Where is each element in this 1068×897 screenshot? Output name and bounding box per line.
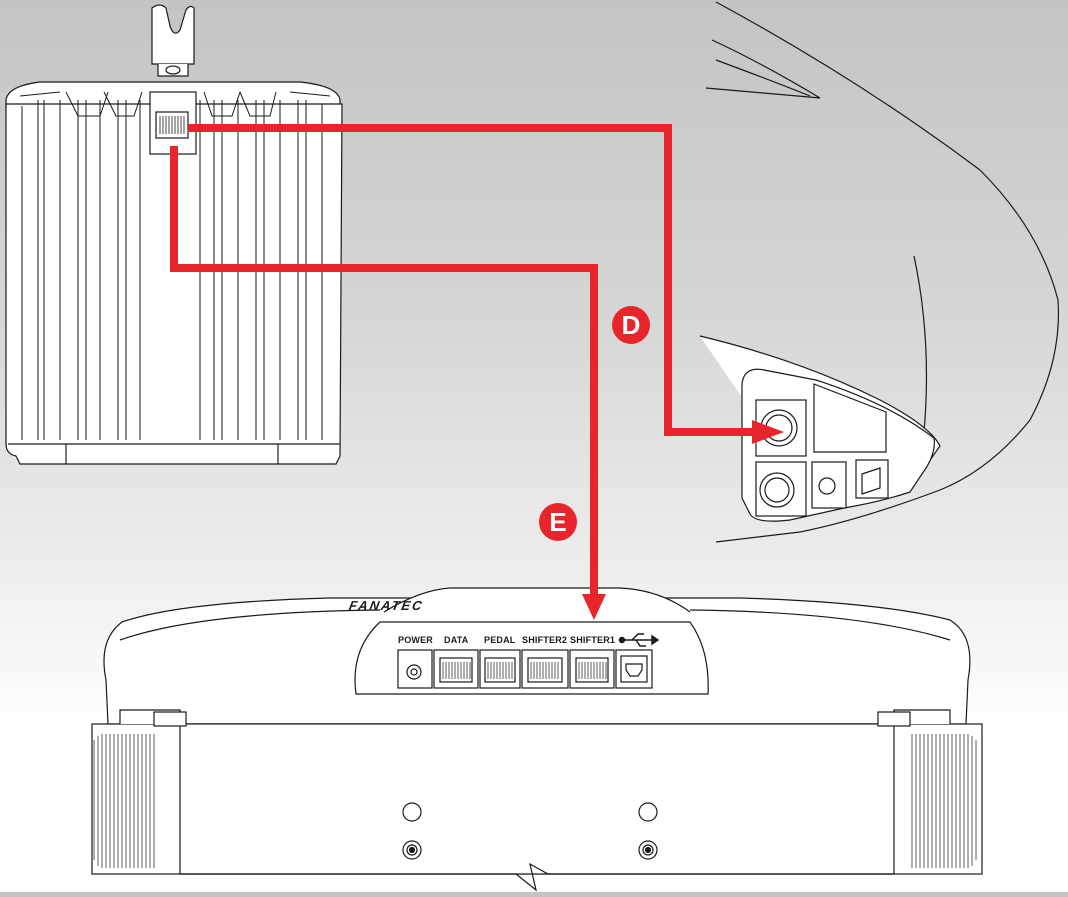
wheel-base-front-panel (179, 723, 895, 875)
port-label-shifter1: SHIFTER1 (570, 635, 616, 645)
arrowhead-d (752, 420, 784, 444)
shifter1-port (569, 649, 615, 689)
usb-icon (618, 633, 660, 647)
port-label-data: DATA (444, 635, 469, 645)
shift-lever (151, 4, 195, 65)
wheel-outline (715, 1, 1060, 543)
marker-e: E (539, 503, 577, 541)
marker-e-label: E (549, 507, 567, 537)
port-label-shifter2: SHIFTER2 (522, 635, 568, 645)
mounting-hole (638, 802, 658, 822)
connection-lines (170, 124, 756, 598)
shifter-body (5, 103, 343, 465)
port-label-power: POWER (398, 635, 434, 645)
wheel-base-ribs (93, 734, 977, 868)
shifter2-port (521, 649, 569, 689)
connection-line-e (170, 146, 598, 598)
pedal-port (479, 649, 521, 689)
wheel-base-device (91, 587, 983, 892)
power-port (397, 649, 433, 689)
mounting-hole (402, 802, 422, 822)
port-label-pedal: PEDAL (484, 635, 516, 645)
marker-d-label: D (621, 310, 641, 340)
arrowhead-e (582, 594, 606, 620)
data-port (433, 649, 479, 689)
usb-port (615, 649, 653, 689)
connection-line-d (188, 124, 756, 436)
steering-wheel-device (699, 1, 1060, 543)
connection-arrowheads (582, 420, 784, 620)
brand-logo: FANATEC (348, 598, 425, 613)
break-line (180, 862, 894, 892)
marker-d: D (612, 306, 650, 344)
shifter-device (5, 4, 343, 465)
